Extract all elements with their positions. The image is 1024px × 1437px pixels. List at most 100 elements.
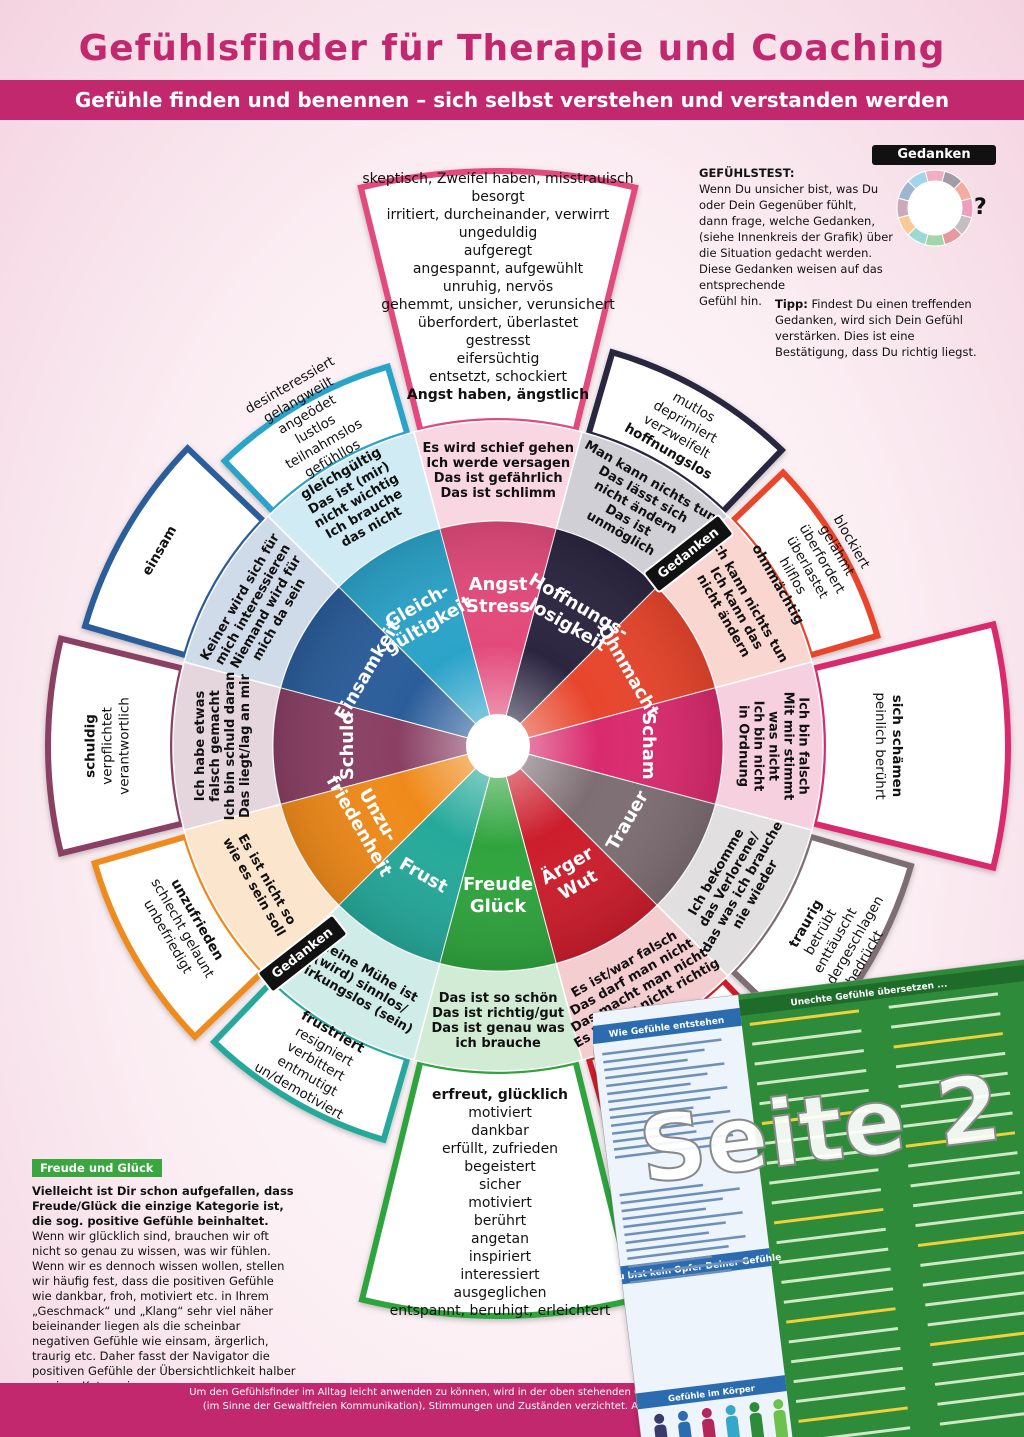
preview-text-line [621, 1197, 723, 1213]
preview-text-line [628, 1255, 712, 1268]
scham-thought-label-line: Ich bin nicht [750, 700, 766, 792]
angst-thought-label-line: Das ist gefährlich [433, 471, 563, 486]
angst-feelings: skeptisch, Zweifel haben, misstrauisch be… [350, 170, 646, 404]
freude-feeling: sicher [478, 1177, 522, 1193]
preview-text-line [927, 1309, 1024, 1327]
gefuehlstest-heading: GEFÜHLSTEST: [699, 166, 795, 180]
preview-text-line [771, 1188, 882, 1205]
footer-text: Um den Gefühlsfinder im Alltag leicht an… [0, 1386, 1024, 1414]
preview-body-figure [725, 1405, 741, 1437]
schuld-thought-label-line: Ich habe etwas [192, 690, 208, 802]
preview-body-figure [749, 1402, 765, 1437]
angst-feeling: skeptisch, Zweifel haben, misstrauisch [362, 171, 634, 187]
preview-text-line [752, 1029, 862, 1046]
angst-feeling: besorgt [471, 189, 525, 205]
preview-text-line [606, 1072, 708, 1088]
joy-tag: Freude und Glück [32, 1159, 162, 1177]
preview-text-line [776, 1227, 886, 1245]
angst-feeling: gehemmt, unsicher, verunsichert [381, 297, 615, 313]
page-two-preview: Wie Gefühle entstehen Unechte Gefühle üb… [593, 959, 1024, 1437]
freude-feeling: erfüllt, zufrieden [441, 1141, 559, 1157]
freude-core-label-line: Freude [463, 874, 534, 895]
freude-feeling: berührt [473, 1213, 527, 1229]
preview-text-line [614, 1143, 717, 1159]
preview-text-line [908, 1151, 1018, 1168]
preview-text-line [900, 1091, 1011, 1109]
tip-box: Tipp: Findest Du einen treffenden Gedank… [775, 296, 985, 360]
scham-feeling-label-line: sich schämen [889, 694, 906, 798]
gefuehlstest-line: (siehe Innenkreis der Grafik) über [699, 230, 894, 244]
freude-feeling: inspiriert [468, 1249, 532, 1265]
angst-feeling: überfordert, überlastet [417, 315, 579, 331]
preview-text-line [922, 1270, 1024, 1287]
gefuehlstest-box: GEFÜHLSTEST: Wenn Du unsicher bist, was … [699, 165, 969, 309]
gefuehlstest-line: oder Dein Gegenüber fühlt, [699, 198, 857, 212]
preview-body-figure [773, 1399, 789, 1437]
preview-text-line [798, 1406, 908, 1423]
preview-text-line [925, 1290, 1024, 1307]
preview-text-line [920, 1250, 1024, 1267]
gefuehlstest-line: dann frage, welche Gedanken, [699, 214, 875, 228]
preview-text-line [934, 1369, 1024, 1386]
preview-text-line [888, 992, 999, 1009]
preview-text-line [749, 1009, 860, 1026]
preview-text-line [910, 1171, 1021, 1188]
freude-feeling: motiviert [468, 1195, 532, 1211]
preview-text-line [766, 1148, 877, 1165]
preview-text-line [898, 1071, 1008, 1089]
page-title: Gefühlsfinder für Therapie und Coaching [78, 28, 946, 69]
freude-feeling: interessiert [460, 1267, 540, 1283]
scham-core-label-line: Scham [638, 712, 660, 780]
scham-core-label: Scham [637, 712, 659, 779]
preview-text-line [786, 1307, 896, 1324]
mini-wheel-icon [896, 169, 974, 247]
preview-text-line [905, 1131, 1016, 1148]
joy-lead: Vielleicht ist Dir schon aufgefallen, da… [32, 1184, 294, 1228]
schuld-thought-label-line: falsch gemacht [207, 690, 223, 802]
preview-text-line [629, 1258, 749, 1276]
angst-feeling: eifersüchtig [456, 351, 540, 367]
preview-text-line [939, 1409, 1024, 1426]
freude-feeling: dankbar [471, 1123, 529, 1139]
preview-text-line [761, 1108, 872, 1126]
freude-feeling: angetan [471, 1231, 529, 1247]
preview-text-line [608, 1096, 711, 1112]
preview-text-line [903, 1111, 1013, 1128]
preview-text-line [602, 1038, 722, 1056]
preview-text-line [608, 1086, 728, 1104]
preview-text-line [773, 1207, 884, 1225]
scham-thought-label-line: was nicht [765, 711, 781, 781]
preview-text-line [929, 1329, 1024, 1347]
preview-text-line [626, 1234, 746, 1253]
preview-text-line [622, 1207, 707, 1221]
gedanken-tag: Gedanken [872, 145, 996, 165]
schuld-feeling-label-line: schuldig [82, 714, 99, 778]
preview-text-line [609, 1106, 694, 1120]
freude-feeling: begeistert [464, 1159, 536, 1175]
preview-text-line [788, 1327, 899, 1344]
preview-text-line [620, 1187, 740, 1205]
angst-feeling: gestresst [465, 333, 531, 349]
freude-thought-label-line: Das ist richtig/gut [432, 1006, 565, 1021]
scham-feeling-label-line: peinlich berührt [872, 692, 889, 800]
freude-feeling: motiviert [468, 1105, 532, 1121]
angst-feeling: irritiert, durcheinander, verwirrt [386, 207, 610, 223]
gefuehlstest-line: Wenn Du unsicher bist, was Du [699, 182, 879, 196]
angst-thought-label-line: Das ist schlimm [440, 486, 556, 501]
wheel-hub [466, 714, 530, 778]
preview-text-line [625, 1231, 709, 1245]
preview-text-line [890, 1012, 1001, 1029]
preview-text-line [800, 1426, 911, 1437]
angst-feeling: angespannt, aufgewühlt [412, 261, 584, 277]
preview-text-line [611, 1119, 714, 1135]
preview-body-figure [654, 1413, 670, 1437]
scham-thought-label-line: Mit mir stimmt [780, 691, 796, 801]
footer-line-1: Um den Gefühlsfinder im Alltag leicht an… [189, 1387, 835, 1398]
